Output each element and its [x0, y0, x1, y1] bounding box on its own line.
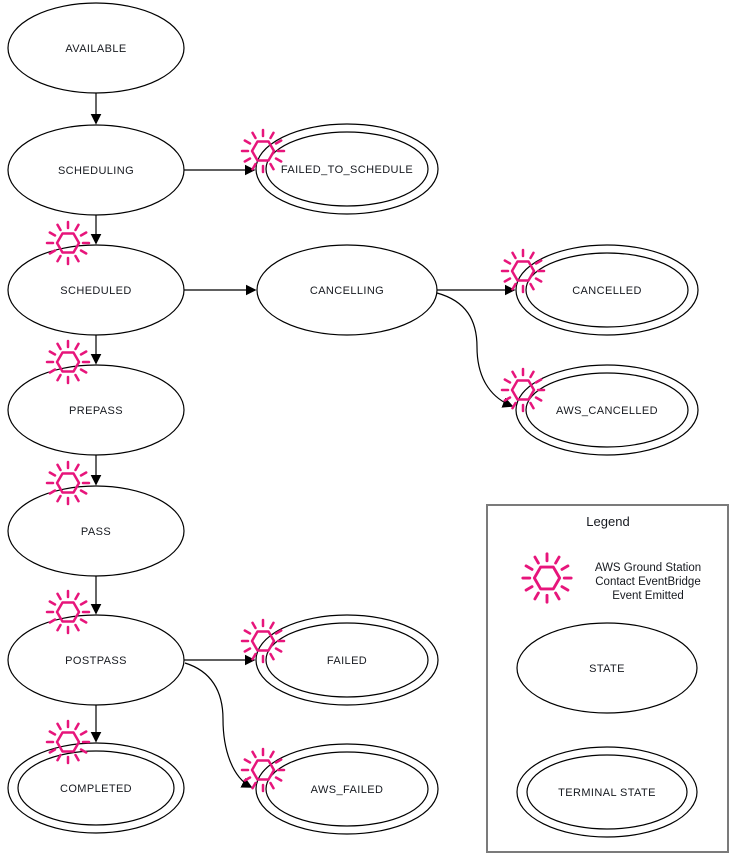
edge-cancelling-aws-cancelled — [436, 292, 514, 408]
legend-terminal-state-label: TERMINAL STATE — [558, 787, 656, 799]
legend-event-line1: AWS Ground Station — [595, 562, 701, 574]
state-postpass: POSTPASS — [7, 614, 185, 706]
edge-postpass-aws-failed — [184, 662, 253, 788]
state-failed: FAILED — [255, 614, 439, 706]
state-completed: COMPLETED — [7, 742, 185, 834]
terminal-state-inner-ellipse — [265, 622, 429, 698]
terminal-state-inner-ellipse — [265, 131, 429, 207]
state-scheduling: SCHEDULING — [7, 124, 185, 216]
legend-event-line3: Event Emitted — [612, 590, 684, 602]
state-failed-to-schedule: FAILED_TO_SCHEDULE — [255, 123, 439, 215]
state-label: AWS_FAILED — [311, 784, 384, 796]
terminal-state-inner-ellipse — [525, 252, 689, 328]
terminal-state-inner-ellipse — [17, 750, 175, 826]
state-label: PREPASS — [69, 405, 123, 417]
terminal-state-inner-ellipse — [525, 372, 689, 448]
state-aws-cancelled: AWS_CANCELLED — [515, 364, 699, 456]
state-label: AWS_CANCELLED — [556, 405, 658, 417]
state-label: FAILED — [327, 655, 367, 667]
state-label: SCHEDULED — [60, 285, 131, 297]
terminal-state-inner-ellipse — [526, 754, 688, 830]
state-ellipse — [516, 622, 698, 714]
state-label: COMPLETED — [60, 783, 132, 795]
legend-state-sample: STATE — [516, 622, 698, 714]
legend-title: Legend — [586, 514, 629, 529]
state-available: AVAILABLE — [7, 2, 185, 94]
state-label: SCHEDULING — [58, 165, 134, 177]
state-label: FAILED_TO_SCHEDULE — [281, 164, 413, 176]
terminal-state-inner-ellipse — [265, 751, 429, 827]
legend: Legend AWS Ground Station Contact EventB… — [486, 504, 729, 853]
state-cancelled: CANCELLED — [515, 244, 699, 336]
legend-event-line2: Contact EventBridge — [595, 576, 700, 588]
legend-terminal-state-sample: TERMINAL STATE — [516, 746, 698, 838]
state-label: AVAILABLE — [65, 43, 126, 55]
legend-state-label: STATE — [589, 663, 625, 675]
state-scheduled: SCHEDULED — [7, 244, 185, 336]
state-label: PASS — [81, 526, 111, 538]
state-cancelling: CANCELLING — [256, 244, 438, 336]
state-label: CANCELLED — [572, 285, 642, 297]
state-prepass: PREPASS — [7, 364, 185, 456]
state-pass: PASS — [7, 485, 185, 577]
state-label: CANCELLING — [310, 285, 384, 297]
state-label: POSTPASS — [65, 655, 127, 667]
state-aws-failed: AWS_FAILED — [255, 743, 439, 835]
